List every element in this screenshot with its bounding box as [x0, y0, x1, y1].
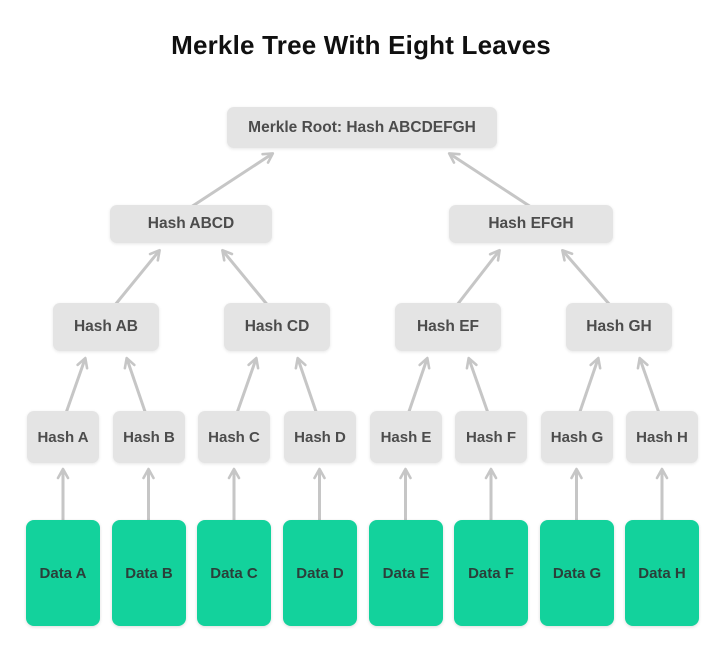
leaf-data-c: Data C	[197, 520, 271, 626]
edge-hashh-hashgh	[636, 356, 661, 414]
leaf-data-d: Data D	[283, 520, 357, 626]
leaf-data-a: Data A	[26, 520, 100, 626]
node-hash-d: Hash D	[284, 411, 356, 463]
leaf-data-h: Data H	[625, 520, 699, 626]
edge-hashgh-hashefgh	[561, 248, 612, 306]
node-hash-e: Hash E	[370, 411, 442, 463]
edge-hashg-hashgh	[578, 356, 602, 414]
node-hash-ab: Hash AB	[53, 303, 159, 351]
node-hash-abcd: Hash ABCD	[110, 205, 272, 243]
node-hash-f: Hash F	[455, 411, 527, 463]
edge-hashef-hashefgh	[455, 248, 501, 306]
edge-hashd-hashcd	[294, 356, 318, 414]
node-hash-c: Hash C	[198, 411, 270, 463]
node-hash-ef: Hash EF	[395, 303, 501, 351]
edge-hashc-hashcd	[235, 356, 260, 414]
edge-hashcd-hashabcd	[221, 248, 269, 306]
edge-hashab-hashabcd	[113, 248, 161, 306]
leaf-data-g: Data G	[540, 520, 614, 626]
leaf-data-f: Data F	[454, 520, 528, 626]
leaf-data-b: Data B	[112, 520, 186, 626]
diagram-title: Merkle Tree With Eight Leaves	[171, 30, 551, 60]
edge-hashb-hashab	[123, 356, 147, 414]
node-hash-cd: Hash CD	[224, 303, 330, 351]
edge-hashefgh-root	[447, 152, 535, 211]
node-hash-h: Hash H	[626, 411, 698, 463]
edge-hashf-hashef	[465, 356, 490, 414]
edge-hasha-hashab	[64, 356, 89, 414]
node-hash-b: Hash B	[113, 411, 185, 463]
node-hash-a: Hash A	[27, 411, 99, 463]
edge-hashe-hashef	[407, 356, 431, 414]
leaf-data-e: Data E	[369, 520, 443, 626]
node-hash-g: Hash G	[541, 411, 613, 463]
node-merkle-root: Merkle Root: Hash ABCDEFGH	[227, 107, 497, 148]
edge-hashabcd-root	[187, 152, 275, 211]
node-hash-gh: Hash GH	[566, 303, 672, 351]
node-hash-efgh: Hash EFGH	[449, 205, 613, 243]
